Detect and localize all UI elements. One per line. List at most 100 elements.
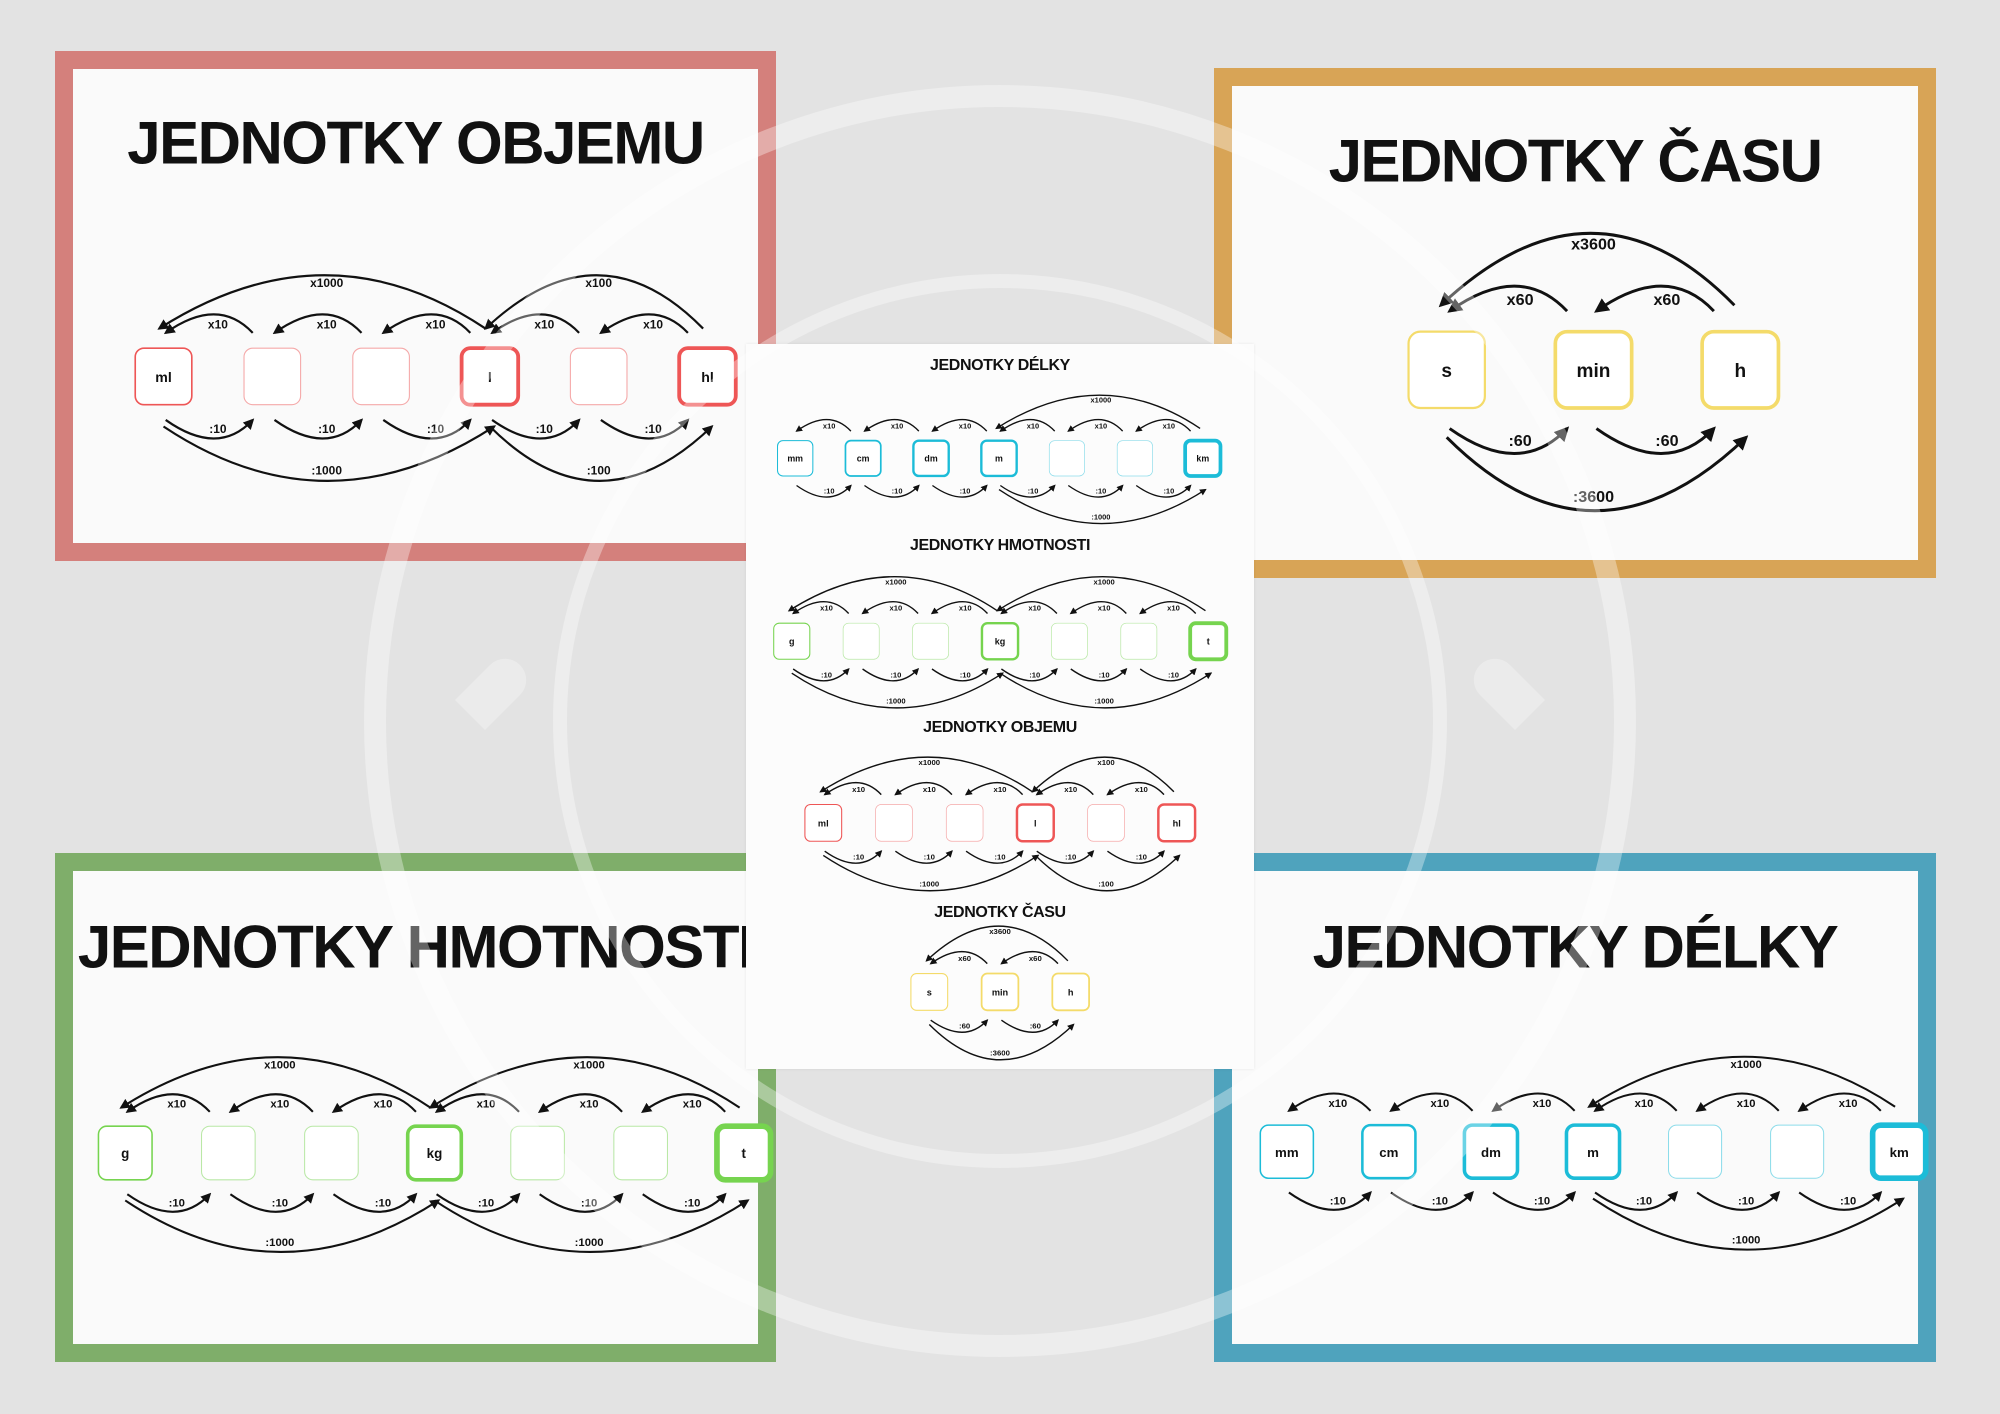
multiply-label: x10 <box>317 318 337 332</box>
big-multiply-label: x1000 <box>1730 1059 1761 1071</box>
multiply-arrow <box>434 1093 520 1113</box>
big-divide-label: :3600 <box>990 1049 1010 1058</box>
unit-box-blank <box>912 622 949 660</box>
divide-arrow <box>273 418 364 440</box>
big-divide-label: :1000 <box>886 697 906 706</box>
multiply-arrow <box>1000 951 1059 965</box>
divide-arrow <box>1594 1191 1679 1211</box>
divide-label: :10 <box>960 670 971 679</box>
divide-label: :60 <box>959 1022 970 1031</box>
divide-label: :60 <box>1030 1022 1041 1031</box>
divide-label: :10 <box>581 1198 597 1210</box>
multiply-label: x60 <box>1029 954 1042 963</box>
card-title: JEDNOTKY ČASU <box>1328 127 1823 195</box>
watermark-heart-left-icon <box>455 658 527 730</box>
unit-box-blank <box>1116 440 1153 477</box>
big-multiply-arrow <box>1587 1055 1896 1108</box>
unit-label: km <box>1890 1145 1909 1160</box>
big-multiply-arrow <box>995 394 1201 430</box>
multiply-label: x10 <box>477 1099 496 1111</box>
multiply-label: x10 <box>959 421 971 430</box>
big-divide-arrow <box>433 1199 750 1253</box>
unit-box-hl <box>677 346 738 407</box>
divide-label: :10 <box>1432 1196 1448 1208</box>
big-multiply-arrow <box>483 274 704 331</box>
unit-label: hl <box>701 369 714 385</box>
divide-arrow <box>229 1192 315 1213</box>
unit-box-t <box>714 1123 774 1183</box>
unit-box-kg <box>405 1124 464 1182</box>
unit-box-blank <box>1120 622 1158 660</box>
multiply-arrow <box>272 313 363 335</box>
unit-box-min <box>1553 329 1634 410</box>
unit-box-mm <box>777 440 814 477</box>
unit-label: s <box>927 987 932 997</box>
unit-box-l <box>459 346 521 407</box>
multiply-arrow <box>1000 601 1058 615</box>
multiply-label: x10 <box>1431 1098 1450 1110</box>
multiply-label: x60 <box>1507 291 1534 309</box>
big-multiply-arrow <box>1031 756 1175 793</box>
unit-box-m <box>1564 1123 1622 1180</box>
divide-label: :10 <box>821 670 832 679</box>
unit-box-blank <box>569 347 628 406</box>
divide-arrow <box>126 1192 212 1213</box>
unit-box-kg <box>980 621 1020 661</box>
divide-arrow <box>930 1019 989 1033</box>
big-multiply-arrow <box>787 575 998 612</box>
divide-arrow <box>642 1192 727 1213</box>
unit-box-h <box>1051 972 1090 1012</box>
multiply-label: x10 <box>1095 421 1107 430</box>
divide-arrow <box>1000 667 1058 682</box>
multiply-arrow <box>964 782 1024 796</box>
section-title-objemu: JEDNOTKY OBJEMU <box>923 719 1077 736</box>
multiply-arrow <box>1135 419 1192 432</box>
unit-box-g <box>773 622 811 660</box>
unit-box-blank <box>201 1125 256 1181</box>
divide-label: :10 <box>1163 487 1174 496</box>
unit-box-hl <box>1157 803 1197 843</box>
multiply-label: x10 <box>1329 1098 1348 1110</box>
multiply-label: x10 <box>1737 1098 1756 1110</box>
divide-label: :10 <box>644 422 662 436</box>
multiply-arrow <box>1139 601 1197 615</box>
divide-arrow <box>1067 484 1124 498</box>
multiply-label: x10 <box>823 421 835 430</box>
section-title-delky: JEDNOTKY DÉLKY <box>930 357 1070 374</box>
divide-arrow <box>1036 850 1095 864</box>
divide-label: :10 <box>994 853 1005 862</box>
divide-arrow <box>1001 1019 1059 1033</box>
divide-arrow <box>796 484 852 498</box>
divide-label: :10 <box>1065 853 1076 862</box>
unit-label: l <box>488 369 492 385</box>
unit-label: h <box>1068 987 1074 997</box>
watermark-heart-right-icon <box>1473 658 1545 730</box>
unit-box-m <box>980 439 1018 478</box>
multiply-label: x10 <box>1098 604 1111 613</box>
divide-label: :10 <box>1099 670 1110 679</box>
unit-label: min <box>1577 361 1611 382</box>
big-divide-label: :100 <box>587 463 611 477</box>
big-multiply-arrow <box>119 1056 431 1109</box>
unit-label: g <box>789 637 795 647</box>
multiply-label: x60 <box>1653 291 1680 309</box>
big-divide-label: :1000 <box>1732 1235 1761 1247</box>
divide-label: :10 <box>1534 1196 1550 1208</box>
divide-arrow <box>435 1192 521 1213</box>
divide-arrow <box>1696 1191 1781 1211</box>
divide-label: :10 <box>1636 1196 1652 1208</box>
multiply-arrow <box>537 1093 623 1113</box>
big-multiply-label: x100 <box>585 276 612 290</box>
big-multiply-label: x1000 <box>919 758 941 767</box>
big-multiply-label: x1000 <box>573 1059 605 1071</box>
unit-box-km <box>1869 1122 1929 1182</box>
divide-arrow <box>965 850 1024 864</box>
unit-box-ml <box>804 803 843 842</box>
divide-label: :10 <box>318 422 336 436</box>
multiply-label: x10 <box>270 1099 289 1111</box>
unit-label: dm <box>924 454 937 464</box>
